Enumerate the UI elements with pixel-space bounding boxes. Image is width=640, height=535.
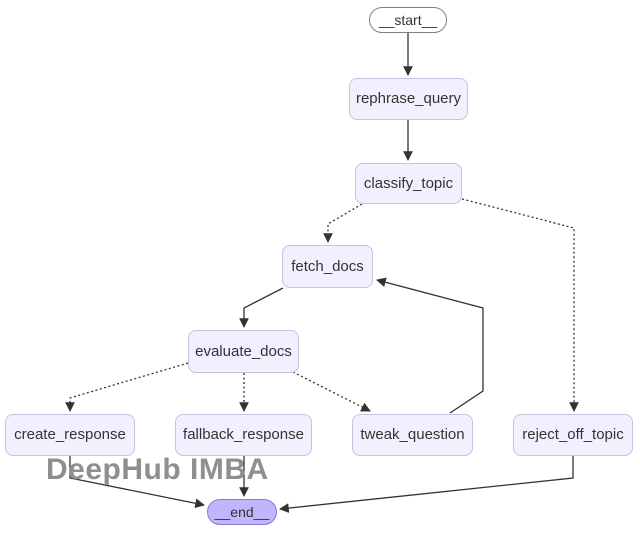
node-rephrase_query: rephrase_query [349,78,468,120]
node-evaluate_docs: evaluate_docs [188,330,299,373]
edge-evaluate_docs-to-create_response [65,362,189,412]
edge-create_response-to-__end__ [69,456,205,509]
edge-classify_topic-to-fetch_docs [323,203,363,243]
edge-classify_topic-to-reject_off_topic [461,198,579,412]
edge-tweak_question-to-fetch_docs [376,277,484,414]
node-reject_off_topic: reject_off_topic [513,414,633,456]
edge-reject_off_topic-to-__end__ [279,456,574,513]
node-fallback_response: fallback_response [175,414,312,456]
node-fetch_docs: fetch_docs [282,245,373,288]
edges-group [65,33,579,513]
edge-fetch_docs-to-evaluate_docs [239,287,284,328]
node-__end__: __end__ [207,499,277,525]
edge-evaluate_docs-to-tweak_question [292,371,371,412]
node-classify_topic: classify_topic [355,163,462,204]
node-create_response: create_response [5,414,135,456]
node-__start__: __start__ [369,7,447,33]
node-tweak_question: tweak_question [352,414,473,456]
